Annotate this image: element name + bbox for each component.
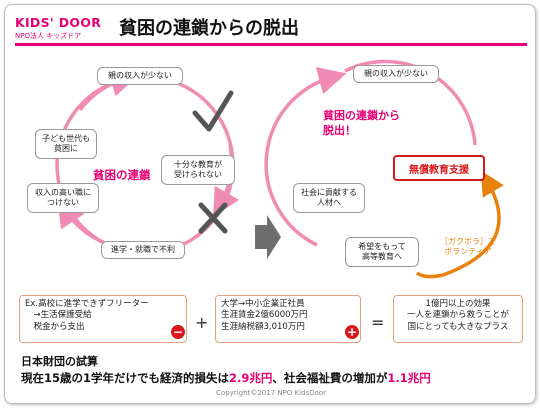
equal-operator: = [371,313,385,332]
left-node-insufficient-education: 十分な教育が 受けられない [161,155,235,185]
volunteer-label: ［ガクボラ］で ボランティア [440,237,496,256]
plus-operator: + [195,313,209,332]
right-node-contributor: 社会に貢献する 人材へ [293,183,365,213]
volunteer-arrow-tail [415,271,444,279]
page-title: 貧困の連鎖からの脱出 [119,18,299,39]
estimate-statement: 現在15歳の1学年だけでも経済的損失は2.9兆円、社会福祉費の増加が1.1兆円 [21,370,431,386]
kidsdoor-logo: KIDS' DOOR NPO法人 キッズドア [15,15,115,41]
example-freeter-box: Ex.高校に進学できずフリーター →生活保護受給 税金から支出 [19,295,187,343]
effect-result-box: 1億円以上の効果 一人を連鎖から救うことが 国にとっても大きなプラス [393,295,523,343]
volunteer-arrow [442,170,504,277]
right-cycle-label: 貧困の連鎖から 脱出！ [323,109,400,137]
cross-mark-icon [198,202,228,234]
nippon-foundation-estimate-title: 日本財団の試算 [21,355,98,368]
free-education-support-box: 無償教育支援 [393,155,485,181]
left-cycle-arrow [57,198,106,245]
logo-text: KIDS' DOOR [15,15,102,30]
left-node-next-generation-poverty: 子ども世代も 貧困に [35,129,97,159]
right-cycle-arc [264,67,347,247]
right-node-higher-education: 希望をもって 高等教育へ [345,237,419,267]
economic-loss-amount: 2.9兆円 [229,371,273,385]
left-cycle-label: 貧困の連鎖 [93,168,151,182]
copyright-text: Copyright©2017 NPO KidsDoor [216,389,326,397]
right-node-low-income: 親の収入が少ない [353,65,439,83]
statement-part-b: 、社会福祉費の増加が [272,371,388,385]
slide: KIDS' DOOR NPO法人 キッズドア 貧困の連鎖からの脱出 [4,4,536,404]
transition-arrow [255,215,281,259]
check-mark-icon [192,90,234,132]
plus-icon: + [345,325,359,339]
title-underline [15,43,527,46]
left-node-disadvantage: 進学・就職で不利 [101,241,185,259]
welfare-cost-amount: 1.1兆円 [387,371,431,385]
left-node-low-income: 親の収入が少ない [97,67,183,85]
minus-icon: − [171,325,185,339]
example-university-box: 大学→中小企業正社員 生涯賃金2億6000万円 生涯納税額3,010万円 [215,295,361,343]
statement-part-a: 現在15歳の1学年だけでも経済的損失は [21,371,230,385]
logo-subtext: NPO法人 キッズドア [15,32,82,40]
left-node-no-high-income-job: 収入の高い職に つけない [27,183,99,213]
